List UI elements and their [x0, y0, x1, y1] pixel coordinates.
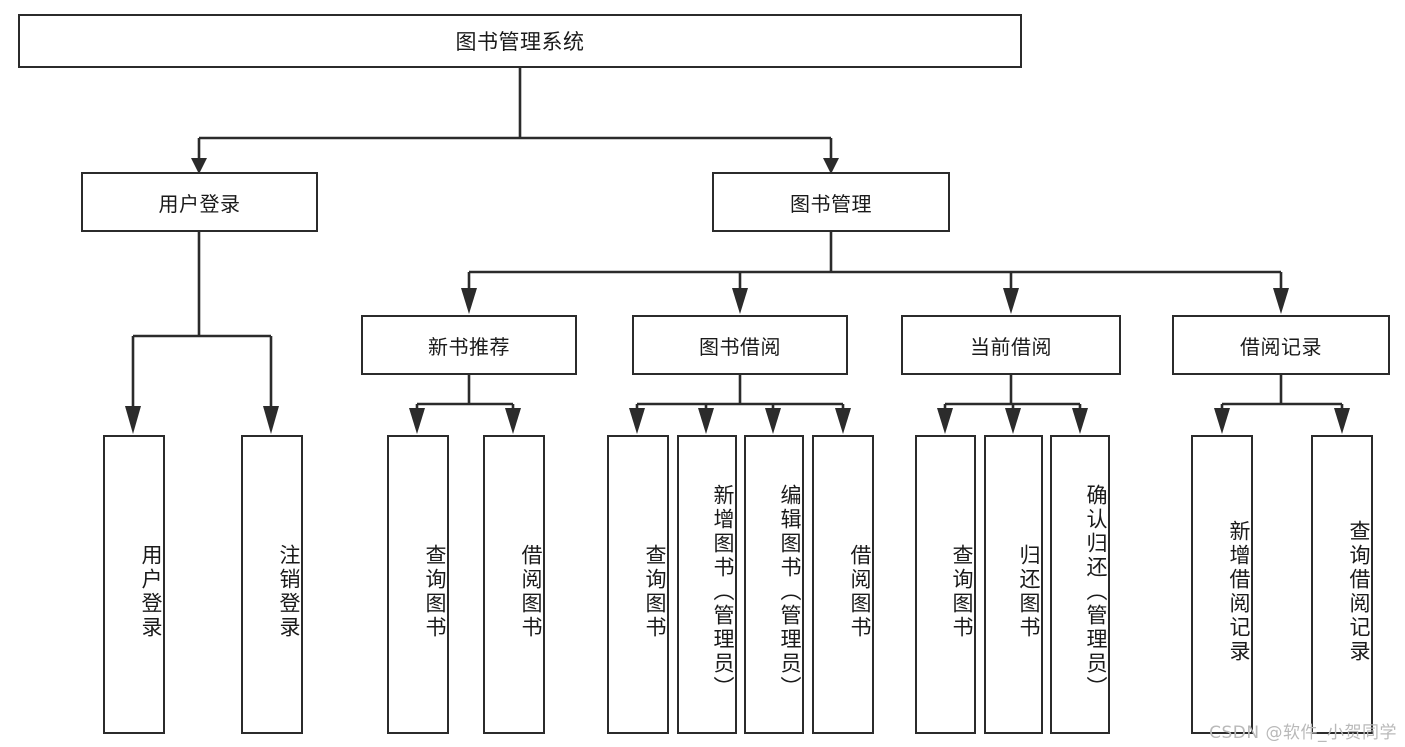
leaf-add-borrow-record-label: 新增借阅记录 [1227, 519, 1251, 664]
leaf-user-login[interactable]: 用户登录 [103, 435, 165, 734]
arrowhead-re-c1 [1214, 408, 1230, 434]
leaf-return-book[interactable]: 归还图书 [984, 435, 1043, 734]
arrowhead-cu-c3 [1072, 408, 1088, 434]
leaf-borrow-book-2[interactable]: 借阅图书 [812, 435, 874, 734]
leaf-confirm-return-admin-label: 确认归还（管理员） [1084, 483, 1108, 700]
leaf-query-book-1-label: 查询图书 [423, 543, 447, 640]
node-user-login-label: 用户登录 [158, 191, 241, 216]
node-root[interactable]: 图书管理系统 [18, 14, 1022, 68]
leaf-borrow-book-1[interactable]: 借阅图书 [483, 435, 545, 734]
leaf-query-book-2-label: 查询图书 [643, 543, 667, 640]
node-new-book-recommend[interactable]: 新书推荐 [361, 315, 577, 375]
arrowhead-nb-c1 [409, 408, 425, 434]
leaf-logout-label: 注销登录 [277, 543, 301, 640]
leaf-logout[interactable]: 注销登录 [241, 435, 303, 734]
arrowhead-bo-c2 [698, 408, 714, 434]
node-user-login[interactable]: 用户登录 [81, 172, 318, 232]
arrowhead-re-c2 [1334, 408, 1350, 434]
leaf-add-book-admin[interactable]: 新增图书（管理员） [677, 435, 737, 734]
node-book-management-label: 图书管理 [790, 191, 872, 216]
leaf-borrow-book-1-label: 借阅图书 [519, 543, 543, 640]
node-new-book-recommend-label: 新书推荐 [428, 334, 510, 359]
leaf-query-book-3[interactable]: 查询图书 [915, 435, 976, 734]
csdn-watermark: CSDN @软件_小贺同学 [1209, 723, 1397, 743]
leaf-add-book-admin-label: 新增图书（管理员） [711, 483, 735, 700]
arrowhead-bm-c1 [461, 288, 477, 314]
leaf-borrow-book-2-label: 借阅图书 [848, 543, 872, 640]
leaf-user-login-label: 用户登录 [139, 543, 163, 640]
arrowhead-bm-c4 [1273, 288, 1289, 314]
arrowhead-cu-c2 [1005, 408, 1021, 434]
leaf-return-book-label: 归还图书 [1017, 543, 1041, 640]
leaf-edit-book-admin[interactable]: 编辑图书（管理员） [744, 435, 804, 734]
leaf-query-borrow-record[interactable]: 查询借阅记录 [1311, 435, 1373, 734]
arrowhead-bo-c1 [629, 408, 645, 434]
arrowhead-cu-c1 [937, 408, 953, 434]
leaf-edit-book-admin-label: 编辑图书（管理员） [778, 483, 802, 700]
arrowhead-bo-c3 [765, 408, 781, 434]
node-borrow-record[interactable]: 借阅记录 [1172, 315, 1390, 375]
node-book-borrow[interactable]: 图书借阅 [632, 315, 848, 375]
arrowhead-bo-c4 [835, 408, 851, 434]
arrowhead-nb-c2 [505, 408, 521, 434]
node-current-borrow-label: 当前借阅 [970, 334, 1052, 359]
node-book-management[interactable]: 图书管理 [712, 172, 950, 232]
arrowhead-bm-c2 [732, 288, 748, 314]
arrowhead-bm-c3 [1003, 288, 1019, 314]
leaf-query-book-1[interactable]: 查询图书 [387, 435, 449, 734]
node-borrow-record-label: 借阅记录 [1240, 334, 1322, 359]
leaf-query-book-3-label: 查询图书 [950, 543, 974, 640]
node-book-borrow-label: 图书借阅 [699, 334, 781, 359]
leaf-query-book-2[interactable]: 查询图书 [607, 435, 669, 734]
leaf-add-borrow-record[interactable]: 新增借阅记录 [1191, 435, 1253, 734]
arrowhead-login-c1 [125, 406, 141, 434]
arrowhead-login-c2 [263, 406, 279, 434]
leaf-query-borrow-record-label: 查询借阅记录 [1347, 519, 1371, 664]
leaf-confirm-return-admin[interactable]: 确认归还（管理员） [1050, 435, 1110, 734]
node-current-borrow[interactable]: 当前借阅 [901, 315, 1121, 375]
node-root-label: 图书管理系统 [455, 30, 585, 54]
